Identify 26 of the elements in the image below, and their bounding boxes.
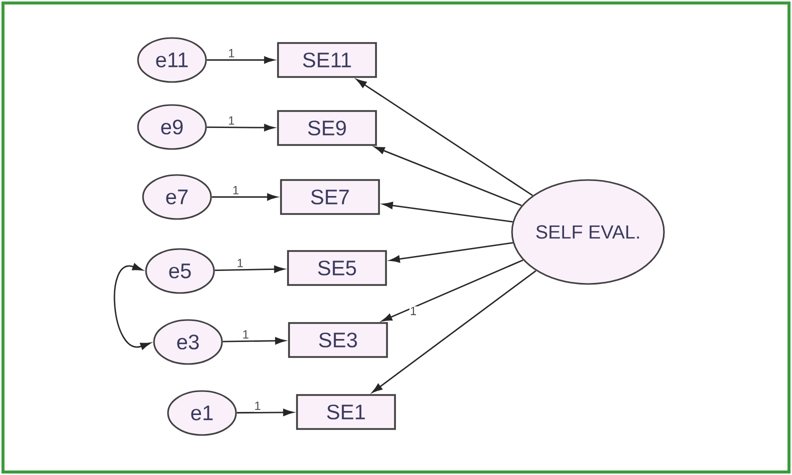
observed-box: SE5: [287, 250, 387, 286]
arrow: [214, 266, 284, 273]
arrow: [372, 270, 536, 393]
edge-label: 1: [228, 49, 234, 58]
observed-box: SE7: [280, 179, 380, 215]
arrow: [382, 202, 513, 222]
arrow: [382, 259, 524, 322]
arrow: [236, 408, 294, 416]
arrow: [356, 79, 533, 196]
observed-box: SE11: [277, 42, 377, 78]
arrow: [206, 56, 274, 64]
observed-box: SE1: [296, 394, 396, 430]
arrow: [212, 193, 278, 201]
edge-label: 1: [410, 306, 416, 316]
arrow: [114, 263, 151, 350]
edge-label: 1: [228, 116, 234, 125]
observed-box: SE3: [288, 322, 388, 358]
arrow: [374, 146, 522, 206]
edge-label: 1: [243, 330, 248, 339]
arrow: [222, 337, 286, 344]
observed-box: SE9: [277, 110, 377, 146]
edge-label: 1: [255, 402, 260, 410]
arrow: [390, 242, 513, 263]
edge-label: 1: [238, 258, 243, 268]
edge-label: 1: [233, 186, 238, 194]
arrow: [206, 124, 274, 132]
